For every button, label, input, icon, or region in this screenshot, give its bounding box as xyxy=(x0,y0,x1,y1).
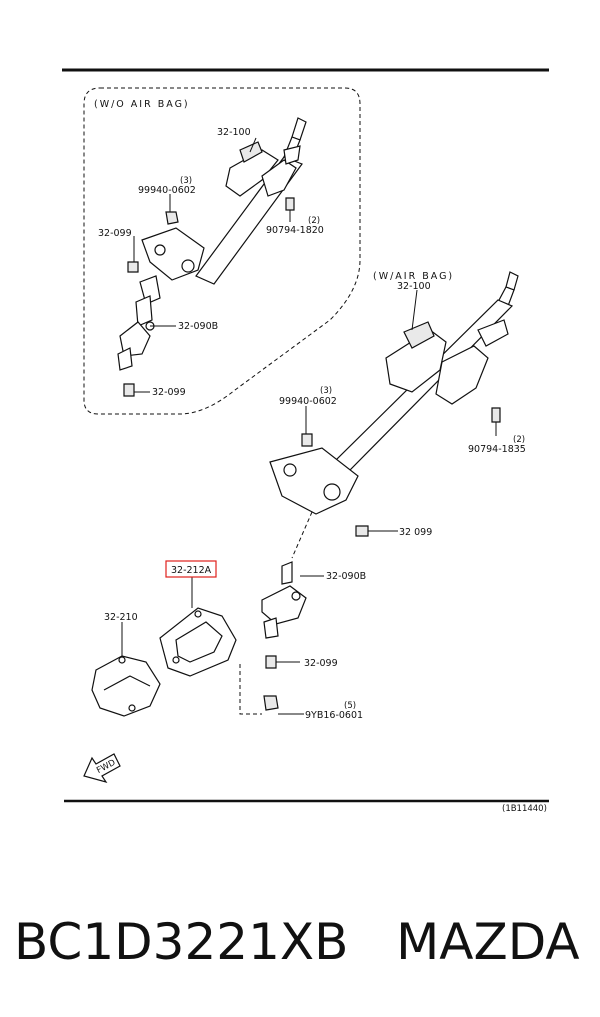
column-cover-32-210 xyxy=(91,655,161,717)
column-cover-32-212a xyxy=(159,607,237,677)
label-32-212a: 32-212A xyxy=(171,565,212,576)
parts-diagram: (W/O AIR BAG) 32-100 (3) 99940-0602 (2) … xyxy=(62,68,549,814)
label-90794-a: 90794-1820 xyxy=(266,225,324,236)
without-airbag-boundary xyxy=(83,87,361,415)
steering-column-without-airbag xyxy=(117,117,307,371)
caption-gap xyxy=(348,913,396,971)
bolt-90794-a xyxy=(285,197,295,211)
bolt-90794-b xyxy=(491,407,501,423)
label-32-210: 32-210 xyxy=(104,612,138,623)
qty-99940-b: (3) xyxy=(320,386,332,396)
brand-name: MAZDA xyxy=(396,913,580,971)
label-32-099-a1: 32-099 xyxy=(98,228,132,239)
qty-90794-b: (2) xyxy=(513,435,525,445)
label-32-099-a2: 32-099 xyxy=(152,387,186,398)
label-32-099-b2: 32-099 xyxy=(304,658,338,669)
label-32-090-a: 32-090B xyxy=(178,321,218,332)
qty-9yb16: (5) xyxy=(344,701,356,711)
bolt-32099-a2 xyxy=(123,383,135,397)
label-32-100-b: 32-100 xyxy=(397,281,431,292)
qty-90794-a: (2) xyxy=(308,216,320,226)
label-9yb16-0601: 9YB16-0601 xyxy=(305,710,363,721)
drawing-code: (1B11440) xyxy=(502,804,547,814)
bolt-32099-b1 xyxy=(355,525,369,537)
label-32-090-b: 32-090B xyxy=(326,571,366,582)
steering-column-with-airbag xyxy=(261,271,519,639)
label-32-100-a: 32-100 xyxy=(217,127,251,138)
label-99940-a: 99940-0602 xyxy=(138,185,196,196)
fwd-arrow-icon: FWD xyxy=(83,753,121,784)
bolt-32099-b2 xyxy=(265,655,277,669)
label-90794-b: 90794-1835 xyxy=(468,444,526,455)
bolt-99940-b xyxy=(301,433,313,447)
highlight-32-212a xyxy=(165,560,217,578)
part-number-caption: BC1D3221XB MAZDA xyxy=(14,902,594,982)
label-99940-b: 99940-0602 xyxy=(279,396,337,407)
nut-9yb16 xyxy=(263,695,279,711)
without-airbag-header: (W/O AIR BAG) xyxy=(94,99,190,110)
part-number: BC1D3221XB xyxy=(14,913,349,971)
label-32-099-b1: 32 099 xyxy=(399,527,432,538)
bolt-32099-a1 xyxy=(127,261,139,273)
qty-99940-a: (3) xyxy=(180,176,192,186)
bolt-99940-a xyxy=(165,211,179,225)
with-airbag-header: (W/AIR BAG) xyxy=(373,271,454,282)
